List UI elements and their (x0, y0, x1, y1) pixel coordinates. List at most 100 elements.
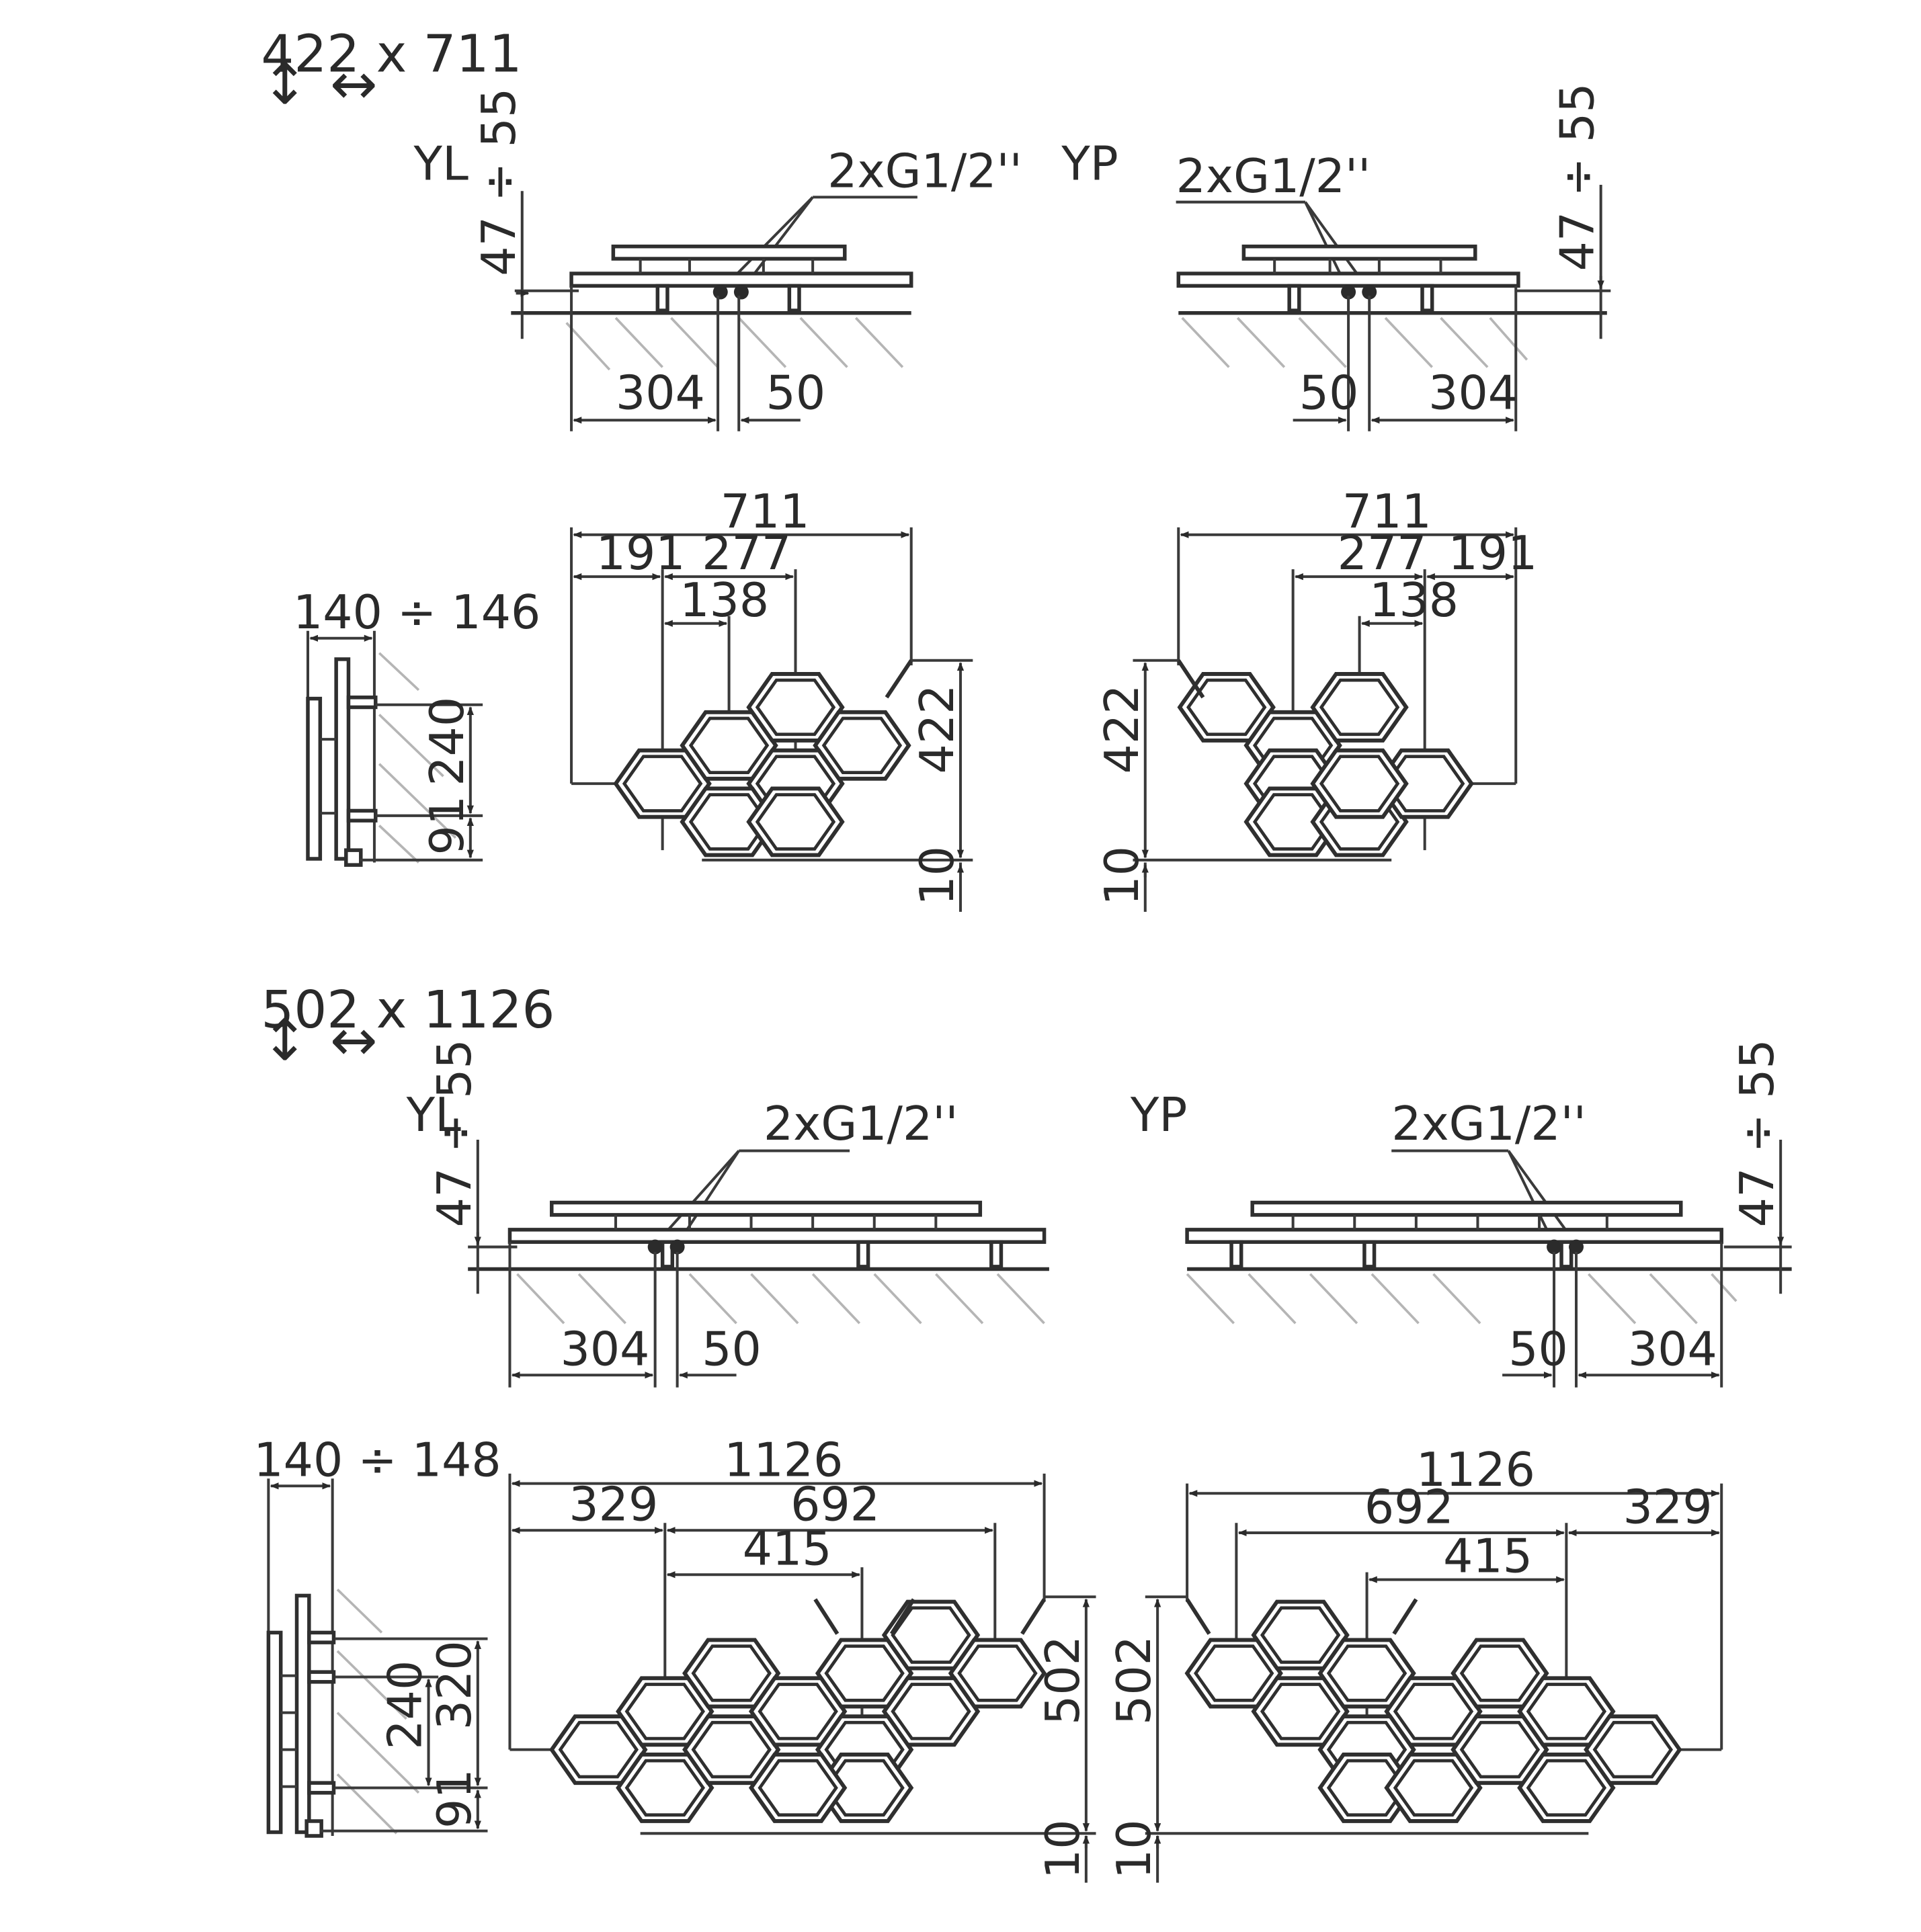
side-view: 140 ÷ 148 240 320 (253, 1433, 501, 1838)
width-arrow-icon: ↔ (330, 51, 378, 117)
small-label: 138 (680, 573, 769, 628)
left-offset-label: 191 (1448, 526, 1537, 581)
hexagon-cell-inner (1393, 1759, 1474, 1817)
hexagon-cell-inner (1459, 1720, 1541, 1779)
yp-front-view: 711 277 191 138 422 10 (1095, 485, 1537, 912)
size-label: 422 x 711 (261, 24, 522, 84)
pipe-spacing-label: 50 (702, 1322, 762, 1377)
hexagon-cell-inner (891, 1683, 971, 1740)
total-width-label: 711 (1342, 485, 1432, 539)
bottom-label: 10 (1107, 1820, 1161, 1880)
size-label: 502 x 1126 (261, 980, 555, 1040)
hexagon-cell-inner (821, 716, 903, 775)
hexagon-cell-inner (688, 793, 770, 851)
yl-label: YL (413, 137, 468, 192)
hexagon-cell-inner (558, 1720, 639, 1779)
hexagon-cells (1177, 672, 1474, 857)
height-label: 502 (1036, 1636, 1090, 1725)
left-offset-label: 191 (596, 526, 686, 581)
hexagon-cell-inner (691, 1720, 772, 1779)
hexagon-cell-inner (1260, 1606, 1341, 1664)
bracket-spacing-label: 240 (420, 697, 475, 786)
hexagon-cell-inner (755, 678, 836, 737)
yl-label: YL (406, 1088, 461, 1142)
height-label: 422 (1095, 685, 1149, 774)
bracket-bottom-label: 91 (427, 1769, 482, 1829)
pipe-offset-label: 304 (616, 366, 705, 421)
bracket-spacing-label: 320 (427, 1640, 482, 1730)
hexagon-cell-inner (1526, 1759, 1607, 1817)
hexagon-cell-inner (957, 1644, 1038, 1702)
hexagon-cell-inner (758, 1683, 838, 1740)
hexagon-cell-inner (688, 716, 770, 775)
yp-top-view: YP 2xG1/2'' 47 ÷ 55 (1061, 83, 1611, 431)
total-width-label: 711 (721, 485, 810, 539)
connection-label: 2xG1/2'' (827, 144, 1022, 199)
yp-label: YP (1061, 137, 1118, 192)
hexagon-cell-inner (1526, 1683, 1607, 1740)
pipe-spacing-label: 50 (1508, 1322, 1568, 1377)
hexagon-cell-inner (1260, 1683, 1341, 1740)
height-label: 502 (1107, 1636, 1161, 1725)
width-arrow-icon: ↔ (330, 1007, 378, 1073)
connection-label: 2xG1/2'' (1391, 1097, 1586, 1151)
side-view: 140 ÷ 146 240 91 (293, 585, 540, 867)
small-label: 415 (1443, 1529, 1532, 1584)
yl-top-view: YL 2xG1/2'' 47 ÷ 55 (413, 88, 1022, 431)
bottom-label: 10 (1095, 846, 1149, 906)
depth-label: 140 ÷ 148 (253, 1433, 501, 1488)
bracket-bottom-label: 91 (420, 796, 475, 855)
hexagon-cell-inner (1459, 1644, 1541, 1702)
depth-label: 140 ÷ 146 (293, 585, 540, 640)
pipe-offset-label: 304 (1428, 366, 1518, 421)
yl-top-view: YL 2xG1/2'' (406, 1039, 1049, 1388)
wall-gap-label: 47 ÷ 55 (427, 1039, 482, 1227)
connection-label: 2xG1/2'' (1176, 149, 1371, 204)
hexagon-cell-inner (1319, 678, 1400, 737)
hexagon-cell-inner (1194, 1644, 1274, 1702)
hexagon-cell-inner (1319, 755, 1400, 812)
hexagon-cell-inner (624, 1683, 706, 1740)
hexagon-cell-inner (1592, 1720, 1674, 1779)
bottom-label: 10 (910, 846, 965, 906)
total-width-label: 1126 (1416, 1443, 1535, 1497)
hexagon-cell-inner (622, 755, 703, 812)
pipe-offset-label: 304 (1628, 1322, 1717, 1377)
small-label: 138 (1369, 573, 1459, 628)
hexagon-cell-inner (1326, 1644, 1407, 1702)
yl-front-view: 711 191 277 138 422 10 (570, 485, 973, 912)
hexagon-cell-inner (1252, 793, 1334, 851)
height-label: 422 (910, 685, 965, 774)
middle-label: 692 (1364, 1480, 1454, 1534)
hexagon-cell-inner (1186, 678, 1267, 737)
hexagon-cell-inner (824, 1644, 905, 1702)
hexagon-cell-inner (758, 1759, 838, 1817)
hexagon-cells (549, 1599, 1047, 1823)
yp-label: YP (1130, 1088, 1187, 1142)
connection-label: 2xG1/2'' (764, 1097, 958, 1151)
total-width-label: 1126 (724, 1433, 843, 1488)
wall-gap-label: 47 ÷ 55 (1551, 83, 1605, 271)
hexagon-cell-inner (891, 1606, 971, 1664)
hexagon-cell-inner (755, 793, 836, 851)
hexagon-cell-inner (624, 1759, 706, 1817)
hexagon-cells (613, 672, 911, 857)
wall-gap-label: 47 ÷ 55 (1730, 1039, 1785, 1227)
small-label: 415 (743, 1522, 832, 1577)
hexagon-cells (1184, 1599, 1682, 1823)
middle-label: 692 (790, 1478, 880, 1532)
section-422x711: 422 x 711 ↕ ↔ YL 2xG1/2'' (261, 24, 1611, 912)
hexagon-cell-inner (691, 1644, 772, 1702)
left-offset-label: 329 (569, 1478, 658, 1532)
hexagon-cell-inner (1326, 1759, 1407, 1817)
yl-front-view: 1126 329 692 415 502 10 (508, 1433, 1096, 1883)
middle-label: 277 (702, 526, 791, 581)
bracket-spacing-label: 240 (378, 1661, 433, 1750)
height-arrow-icon: ↕ (261, 1007, 309, 1073)
pipe-spacing-label: 50 (766, 366, 826, 421)
yp-top-view: YP 2xG1/2'' (1130, 1039, 1792, 1388)
bottom-label: 10 (1036, 1820, 1090, 1880)
pipe-spacing-label: 50 (1299, 366, 1359, 421)
wall-gap-label: 47 ÷ 55 (472, 88, 526, 276)
